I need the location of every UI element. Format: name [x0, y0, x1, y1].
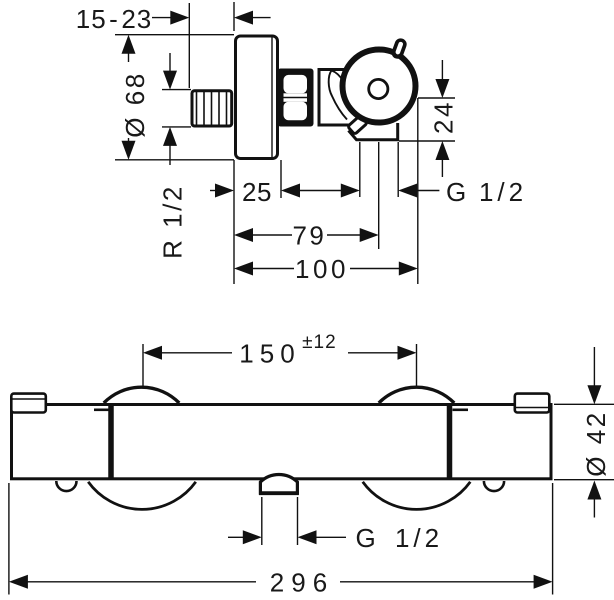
svg-text:79: 79: [292, 220, 326, 250]
svg-text:G 1/2: G 1/2: [356, 523, 444, 553]
svg-text:±12: ±12: [302, 332, 337, 353]
svg-text:R 1/2: R 1/2: [157, 184, 187, 259]
svg-text:25: 25: [242, 177, 272, 207]
svg-text:150: 150: [239, 338, 300, 368]
svg-text:100: 100: [295, 254, 349, 284]
svg-text:24: 24: [428, 100, 458, 134]
svg-text:Ø 42: Ø 42: [581, 410, 611, 476]
svg-text:15-23: 15-23: [76, 4, 153, 34]
svg-text:296: 296: [270, 567, 334, 597]
svg-text:G 1/2: G 1/2: [446, 177, 527, 207]
svg-text:Ø 68: Ø 68: [120, 71, 150, 137]
